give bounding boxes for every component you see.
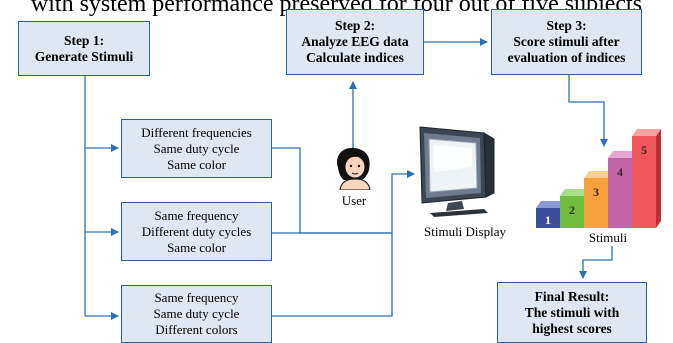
- monitor-icon: [419, 126, 495, 217]
- display-label: Stimuli Display: [424, 224, 506, 239]
- user-icon: [337, 147, 371, 190]
- condition-box-2: Same frequency Different duty cycles Sam…: [121, 202, 272, 261]
- condition-3-line1: Same frequency: [154, 290, 239, 305]
- final-result-box: Final Result: The stimuli with highest s…: [497, 282, 647, 343]
- condition-3-line2: Same duty cycle: [153, 306, 240, 321]
- figure-caption-fragment: with system performance preserved for fo…: [30, 0, 642, 17]
- step2-box: Step 2: Analyze EEG data Calculate indic…: [286, 9, 424, 75]
- final-line3: highest scores: [532, 320, 612, 336]
- step3-box: Step 3: Score stimuli after evaluation o…: [491, 9, 642, 75]
- stimulus-block-5: 5: [632, 129, 661, 228]
- condition-2-line1: Same frequency: [154, 207, 239, 223]
- step3-line2: Score stimuli after: [513, 34, 620, 49]
- stimulus-number-2: 2: [569, 203, 575, 217]
- step2-line2: Analyze EEG data: [301, 34, 409, 49]
- user-label: User: [341, 193, 367, 208]
- stimulus-number-3: 3: [593, 185, 599, 199]
- stimulus-number-4: 4: [617, 165, 623, 179]
- step1-text: Generate Stimuli: [34, 48, 134, 64]
- condition-2-line2: Different duty cycles: [141, 223, 252, 239]
- final-line2: The stimuli with: [524, 304, 620, 320]
- step2-line3: Calculate indices: [306, 50, 404, 65]
- cond3-to-display: [272, 170, 415, 317]
- stimuli-label: Stimuli: [588, 230, 628, 245]
- condition-box-1: Different frequencies Same duty cycle Sa…: [121, 119, 272, 178]
- stimuli-stack: 1 2 3 4 5: [536, 129, 661, 228]
- final-title: Final Result:: [534, 288, 610, 304]
- condition-3-line3: Different colors: [155, 322, 238, 337]
- step1-title: Step 1:: [63, 32, 105, 48]
- step3-to-stimuli: [568, 75, 608, 147]
- stimulus-number-1: 1: [545, 213, 551, 227]
- step3-line3: evaluation of indices: [507, 50, 626, 65]
- stimuli-to-final: [579, 246, 613, 279]
- step2-title: Step 2:: [334, 18, 376, 33]
- condition-1-line2: Same duty cycle: [153, 140, 240, 156]
- condition-1-line1: Different frequencies: [141, 124, 252, 140]
- step3-title: Step 3:: [546, 18, 587, 33]
- condition-2-line3: Same color: [167, 239, 226, 255]
- condition-box-3: Same frequency Same duty cycle Different…: [121, 285, 272, 343]
- stimulus-number-5: 5: [641, 143, 647, 157]
- step1-box: Step 1: Generate Stimuli: [18, 21, 150, 76]
- condition-1-line3: Same color: [167, 156, 226, 172]
